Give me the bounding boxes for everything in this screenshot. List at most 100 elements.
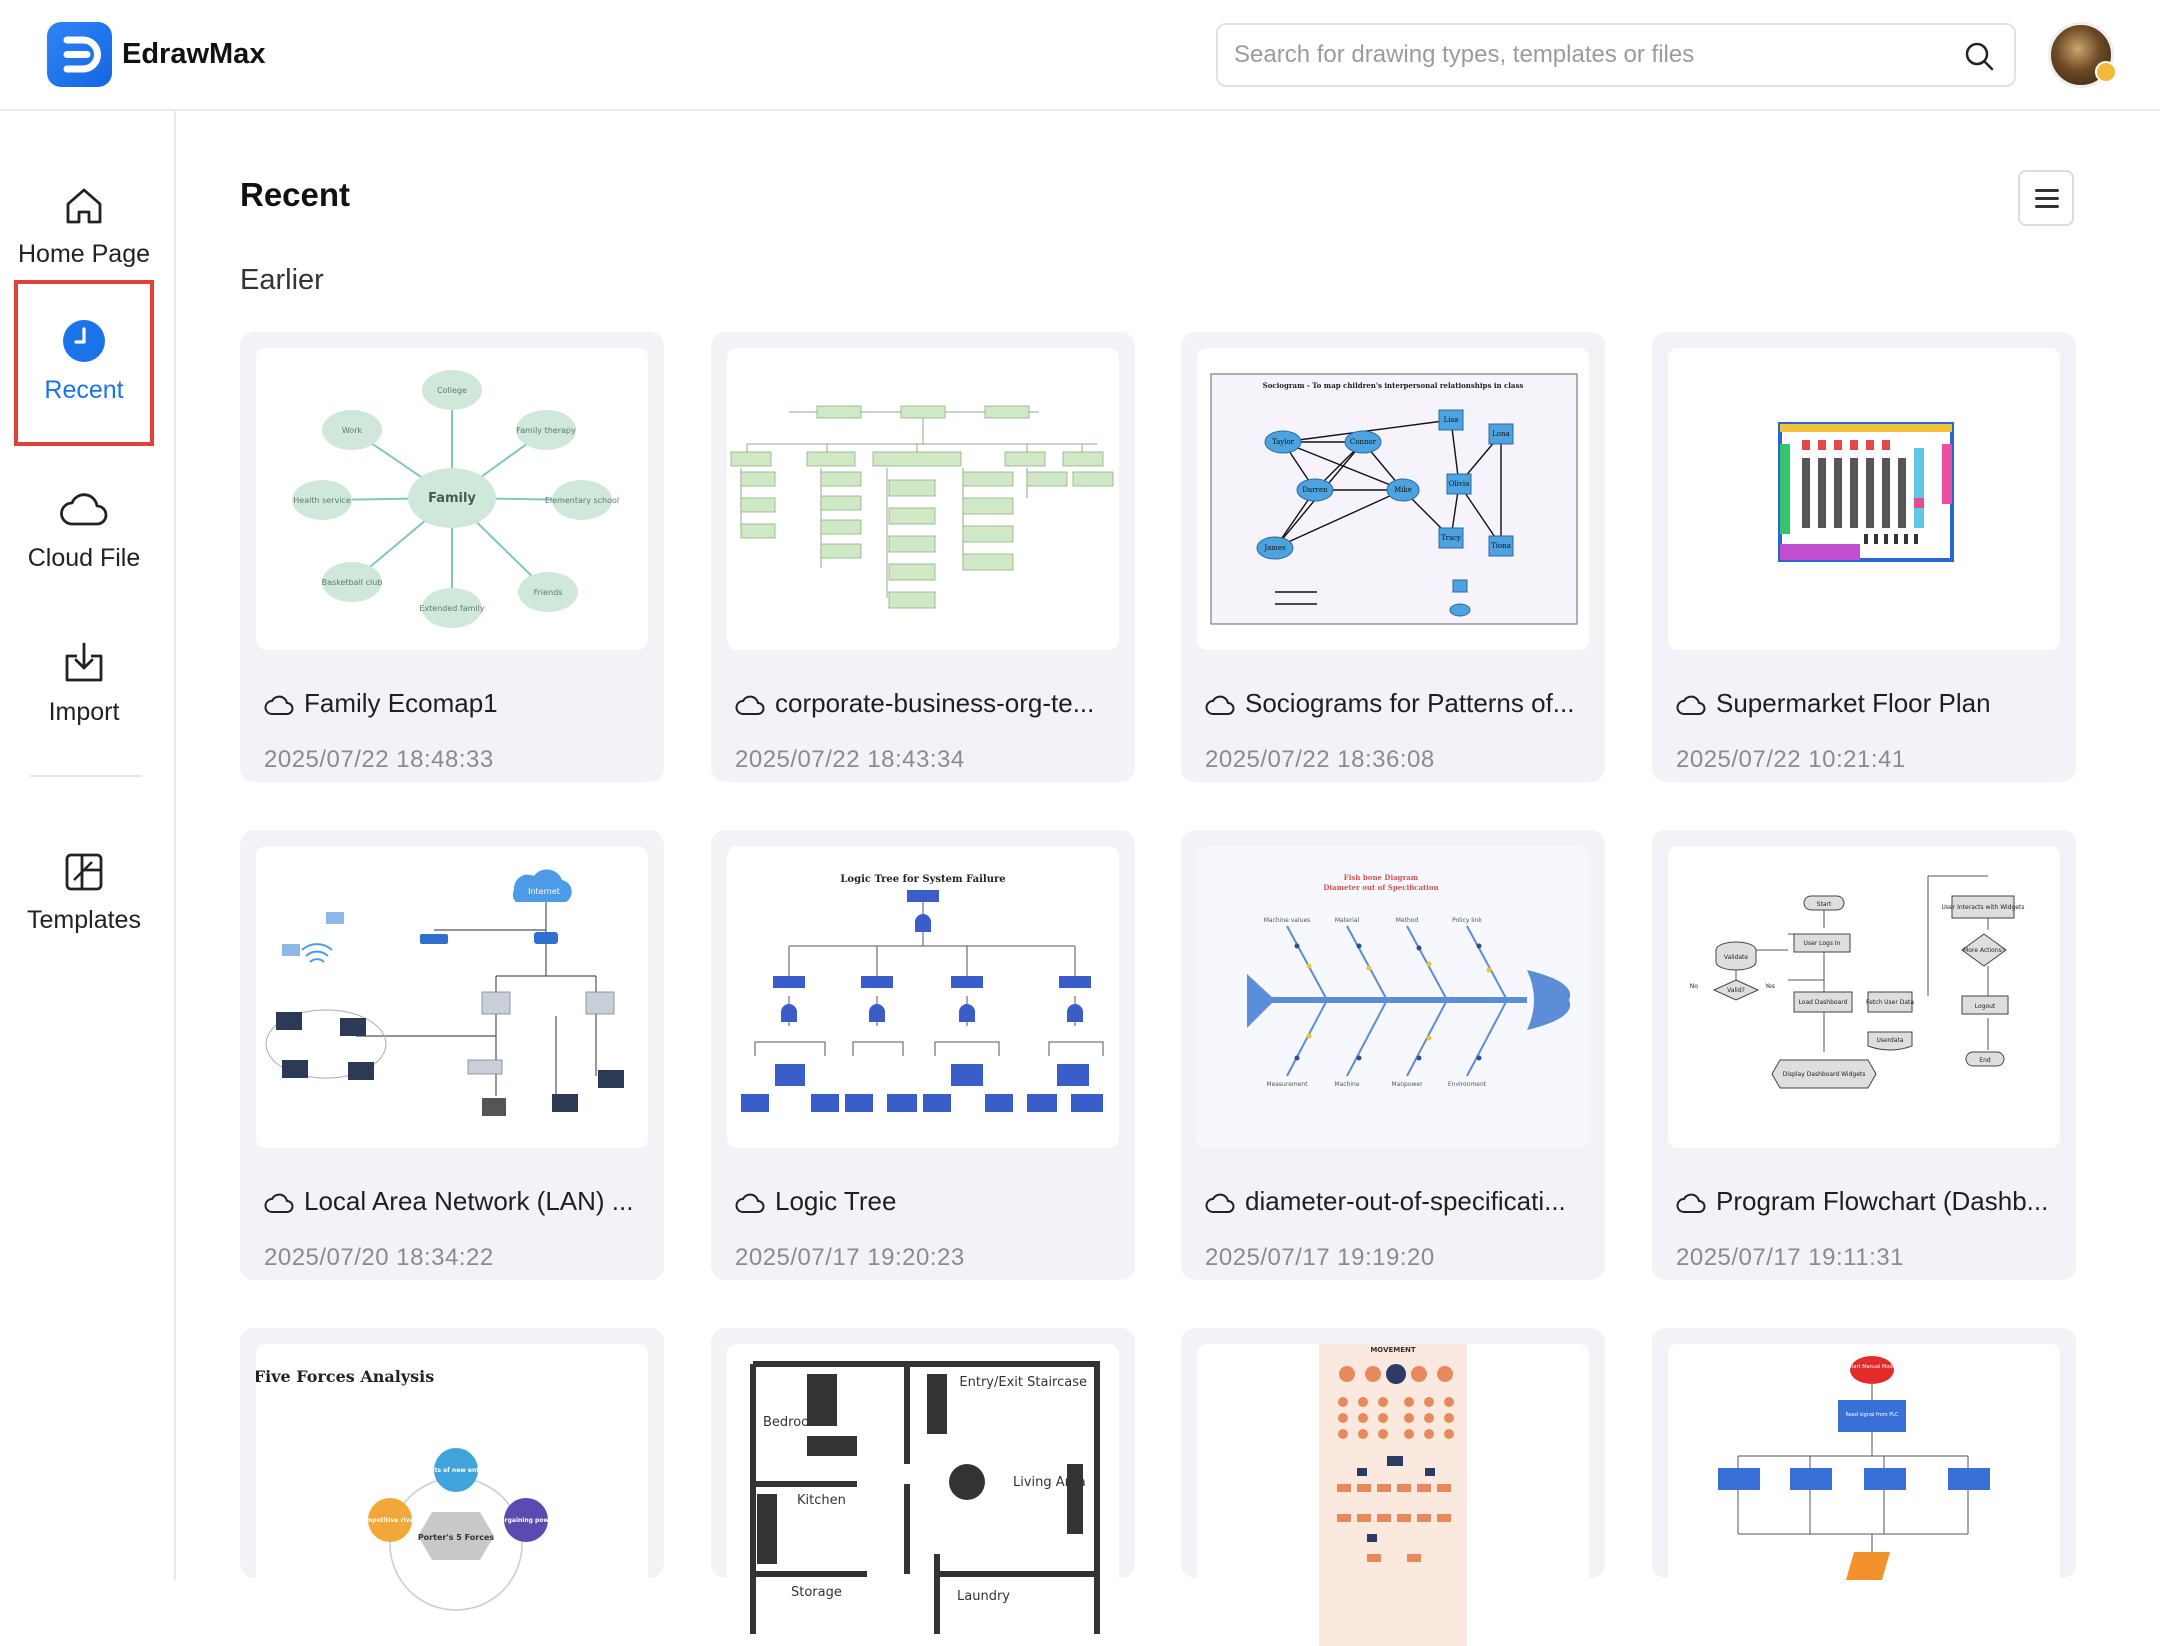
five-forces-node: Bargaining power (496, 1517, 556, 1524)
movement-thumbnail: MOVEMENT (1319, 1344, 1467, 1646)
fishbone-label: Material (1335, 917, 1360, 924)
file-card[interactable]: Five Forces Analysis Threats of new entr… (240, 1328, 664, 1646)
sidebar-item-label: Templates (27, 906, 141, 934)
sidebar-divider (30, 775, 142, 777)
five-forces-thumbnail: Five Forces Analysis Threats of new entr… (256, 1367, 556, 1611)
logic-tree-title: Logic Tree for System Failure (840, 874, 1005, 885)
sidebar-item-recent[interactable]: Recent (14, 280, 154, 446)
file-card[interactable]: Start Manual Mode Read signal from PLC (1652, 1328, 2076, 1646)
fishbone-thumbnail: Fish bone Diagram Diameter out of Specif… (1247, 873, 1571, 1088)
cloud-icon (1205, 695, 1235, 715)
sociogram-person: Olivia (1449, 480, 1470, 488)
room-label: Living Area (1013, 1475, 1086, 1490)
file-card[interactable]: Fish bone Diagram Diameter out of Specif… (1181, 830, 1605, 1280)
logic-tree-thumbnail: Logic Tree for System Failure (741, 874, 1104, 1112)
flowchart-label: Logout (1975, 1003, 1996, 1010)
sociogram-person: Lisa (1444, 416, 1459, 424)
file-card[interactable]: Internet Local Area Network (LAN) ... 20… (240, 830, 664, 1280)
flowchart-label: No (1690, 983, 1698, 990)
room-label: Bedroom (763, 1415, 822, 1430)
ecomap-center: Family (428, 491, 476, 506)
search-icon[interactable] (1962, 39, 1996, 73)
clock-icon (63, 320, 105, 362)
search-box[interactable] (1216, 23, 2016, 87)
flowchart-label: Fetch User Data (1866, 999, 1914, 1006)
cloud-icon (735, 1193, 765, 1213)
ecomap-node: Elementary school (545, 496, 619, 505)
five-forces-node: Competitive rivalry (358, 1517, 423, 1524)
ecomap-node: Health service (293, 496, 351, 505)
file-thumbnail (727, 348, 1119, 650)
lan-thumbnail: Internet (265, 869, 624, 1116)
file-card[interactable]: Logic Tree for System Failure Logic Tree… (711, 830, 1135, 1280)
list-menu-icon-line (2035, 205, 2059, 208)
file-name: Supermarket Floor Plan (1716, 688, 1991, 718)
search-input[interactable] (1234, 35, 1934, 75)
sidebar-item-home-page[interactable]: Home Page (14, 166, 154, 290)
sidebar-item-templates[interactable]: Templates (14, 832, 154, 956)
lan-cloud-label: Internet (528, 887, 560, 896)
user-avatar[interactable] (2048, 22, 2117, 88)
file-name: Family Ecomap1 (304, 688, 498, 718)
sociogram-person: Lona (1492, 430, 1510, 438)
app-name: EdrawMax (122, 38, 266, 70)
sidebar-item-cloud-file[interactable]: Cloud File (14, 470, 154, 594)
file-card[interactable]: MOVEMENT (1181, 1328, 1605, 1646)
file-thumbnail: Five Forces Analysis Threats of new entr… (256, 1344, 648, 1646)
process-step: Read signal from PLC (1845, 1412, 1899, 1418)
flowchart-label: Yes (1764, 983, 1775, 990)
file-thumbnail: MOVEMENT (1197, 1344, 1589, 1646)
file-card[interactable]: Entry/Exit Staircase Bedroom Kitchen Liv… (711, 1328, 1135, 1646)
file-name: corporate-business-org-te... (775, 688, 1095, 718)
list-view-button[interactable] (2018, 170, 2074, 226)
flowchart-label: Display Dashboard Widgets (1783, 1071, 1866, 1078)
fishbone-label: Manpower (1391, 1081, 1423, 1088)
ecomap-node: College (437, 386, 467, 395)
file-date: 2025/07/17 19:19:20 (1205, 1244, 1435, 1271)
room-label: Storage (791, 1585, 842, 1600)
file-date: 2025/07/22 18:48:33 (264, 746, 494, 773)
logo-icon (63, 36, 101, 73)
page-title: Recent (240, 176, 351, 213)
five-forces-title: Five Forces Analysis (256, 1367, 434, 1386)
five-forces-center: Porter's 5 Forces (418, 1533, 495, 1542)
five-forces-node: Threats of new entrants (415, 1467, 497, 1474)
sociogram-person: Connor (1350, 438, 1377, 446)
file-name: Logic Tree (775, 1186, 897, 1216)
file-thumbnail (1668, 348, 2060, 650)
cloud-icon (1205, 1193, 1235, 1213)
fishbone-label: Machine values (1264, 917, 1311, 924)
flowchart-label: User Interacts with Widgets (1942, 904, 2025, 911)
ecomap-node: Friends (534, 588, 563, 597)
ecomap-node: Work (342, 426, 363, 435)
file-date: 2025/07/20 18:34:22 (264, 1244, 494, 1271)
sociogram-person: Darren (1302, 486, 1328, 494)
file-card[interactable]: Sociogram - To map children's interperso… (1181, 332, 1605, 782)
file-card[interactable]: Family College Family therapy Elementary… (240, 332, 664, 782)
sidebar-item-label: Recent (44, 376, 124, 404)
section-heading: Earlier (240, 264, 324, 296)
room-label: Entry/Exit Staircase (959, 1375, 1087, 1390)
sociogram-person: Taylor (1272, 438, 1295, 446)
file-name: Local Area Network (LAN) ... (304, 1186, 634, 1216)
file-thumbnail: Entry/Exit Staircase Bedroom Kitchen Liv… (727, 1344, 1119, 1646)
cloud-icon (264, 1193, 294, 1213)
file-card[interactable]: corporate-business-org-te... 2025/07/22 … (711, 332, 1135, 782)
vip-badge-icon (2095, 61, 2117, 83)
flowchart-label: Load Dashboard (1799, 999, 1848, 1006)
file-card[interactable]: Start User Logs In Validate Valid? Yes N… (1652, 830, 2076, 1280)
file-card[interactable]: Supermarket Floor Plan 2025/07/22 10:21:… (1652, 332, 2076, 782)
file-thumbnail: Sociogram - To map children's interperso… (1197, 348, 1589, 650)
sociogram-person: Mike (1394, 486, 1412, 494)
cloud-icon (1676, 1193, 1706, 1213)
ecomap-node: Basketball club (322, 578, 383, 587)
sidebar-item-import[interactable]: Import (14, 622, 154, 746)
sidebar-item-label: Import (48, 698, 120, 726)
sidebar-item-label: Cloud File (27, 544, 141, 572)
fishbone-label: Policy link (1452, 917, 1482, 924)
file-name: Sociograms for Patterns of... (1245, 688, 1575, 718)
file-thumbnail: Start User Logs In Validate Valid? Yes N… (1668, 846, 2060, 1148)
edrawmax-logo[interactable] (47, 22, 112, 87)
home-icon (66, 188, 102, 224)
fishbone-label: Method (1396, 917, 1419, 924)
